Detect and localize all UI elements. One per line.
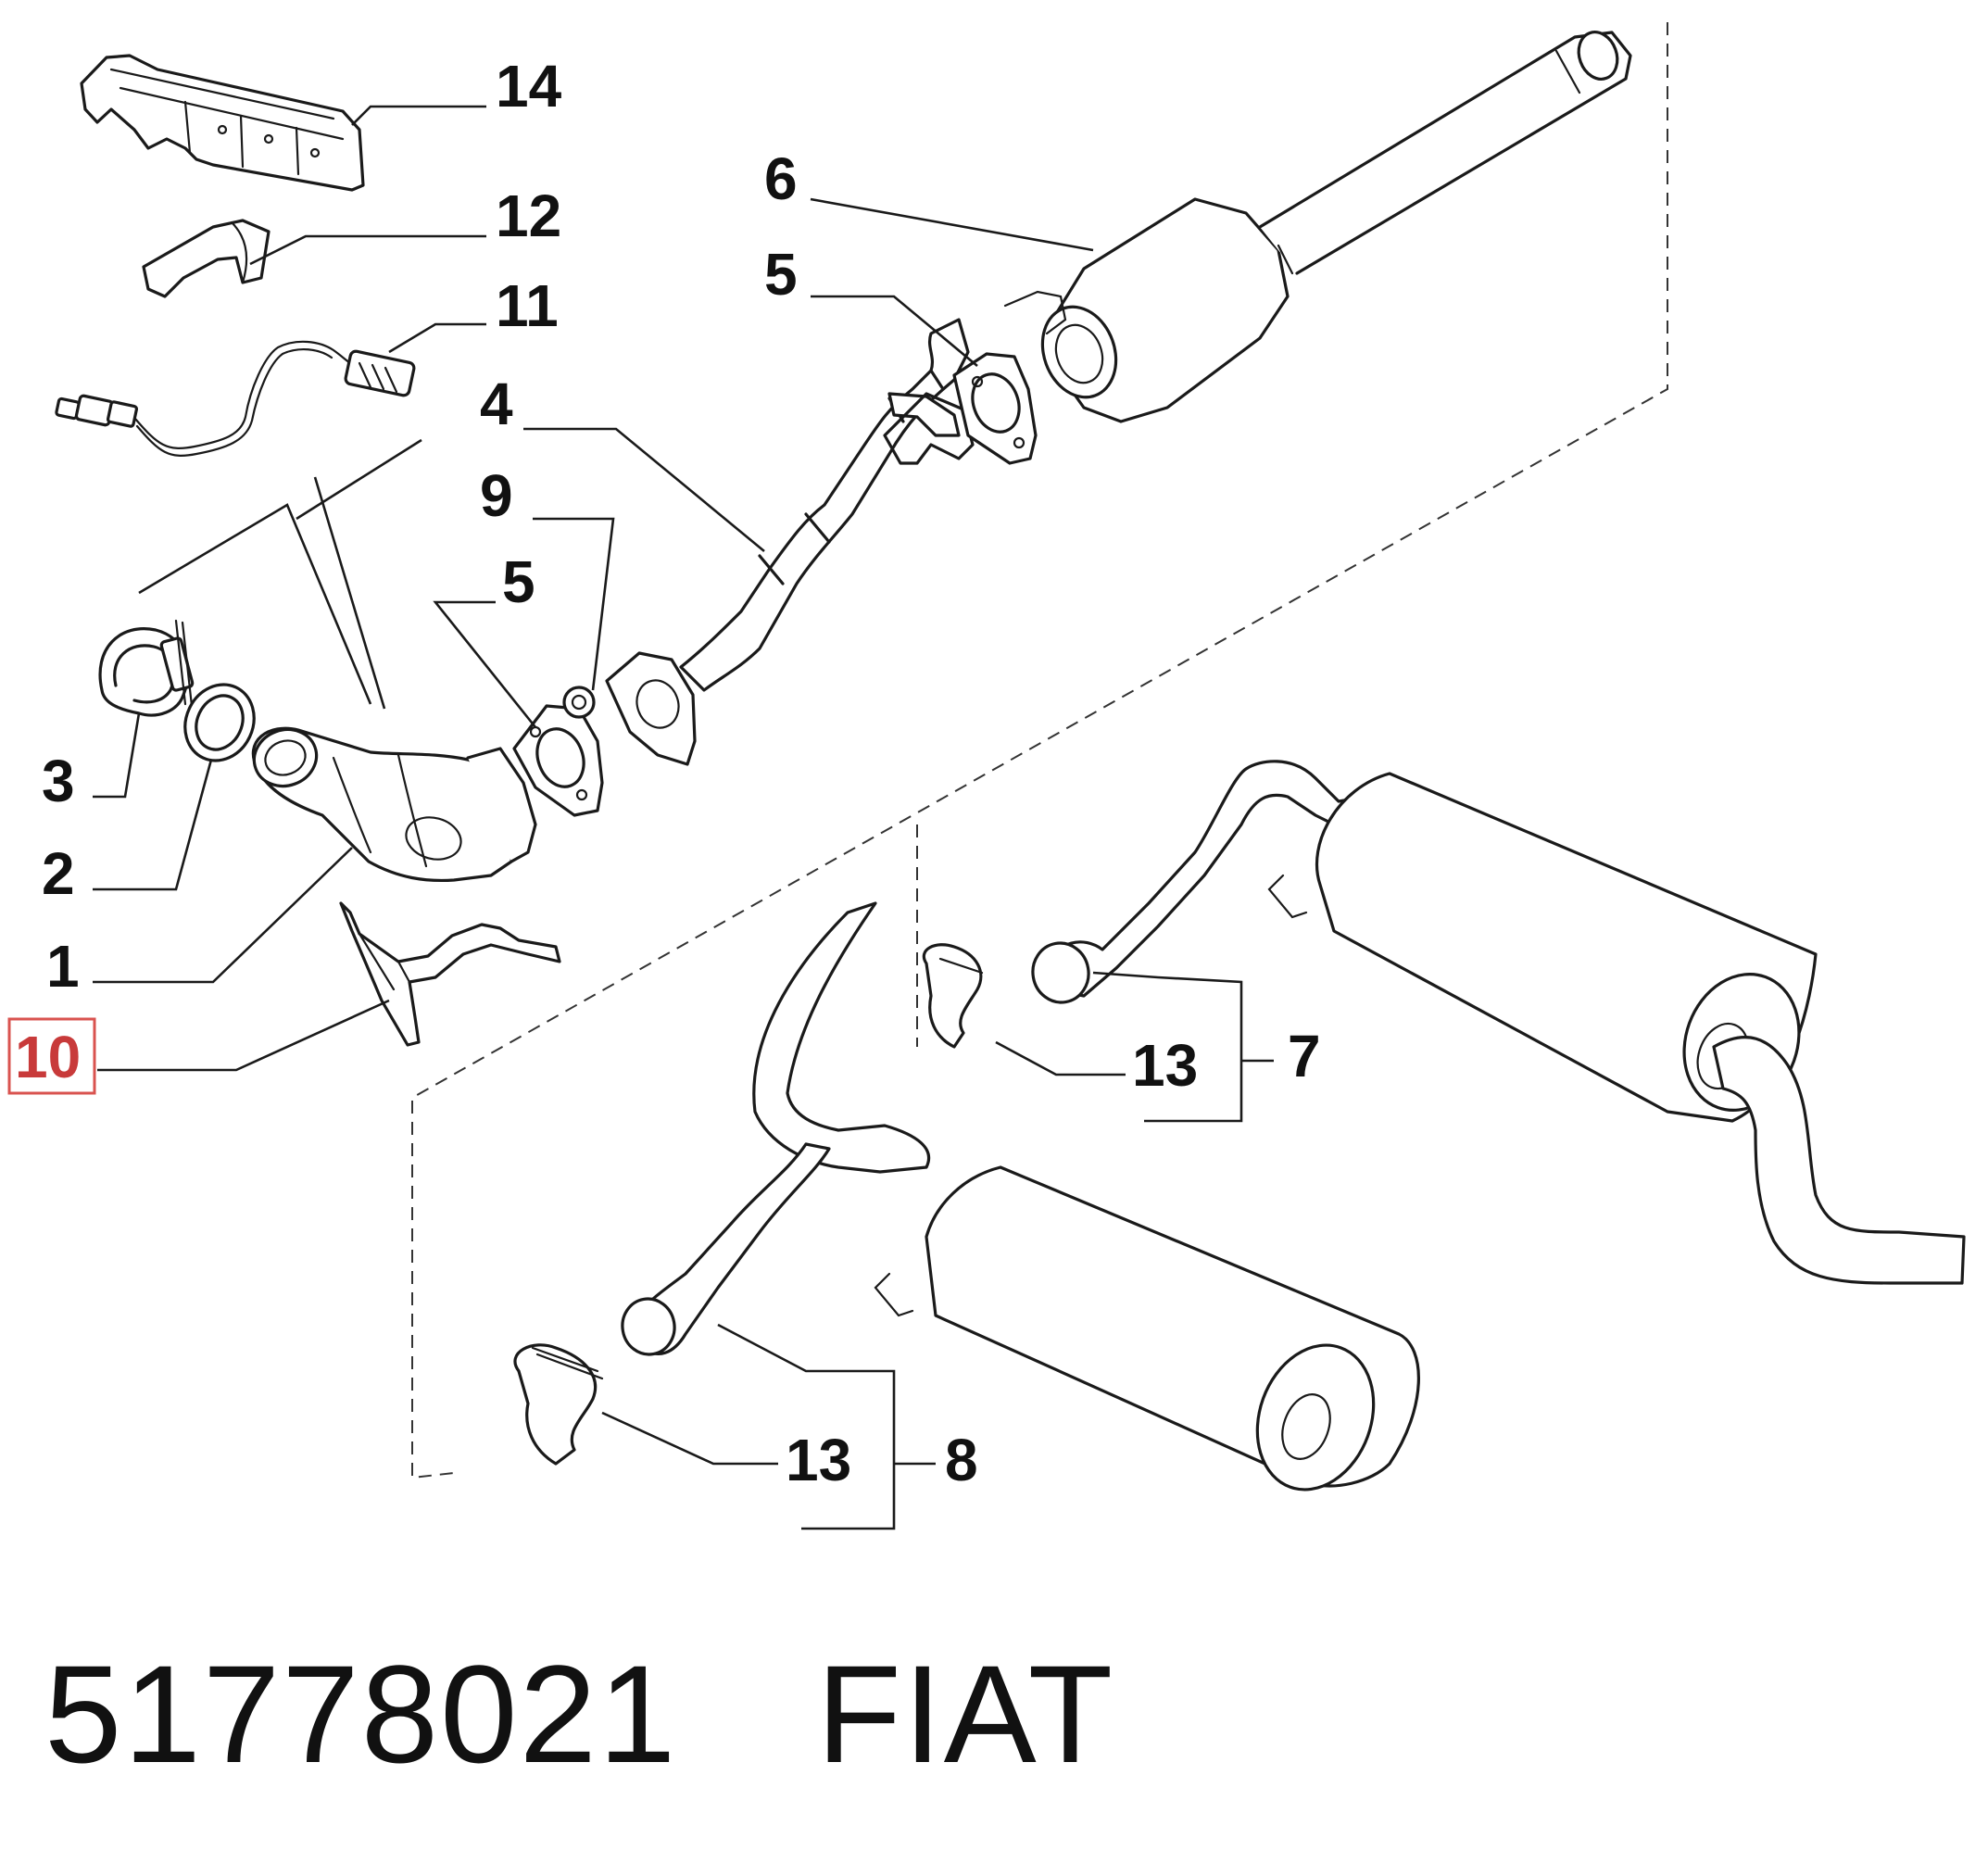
- gasket-ring-part-2: [183, 683, 256, 762]
- clamp-part-3: [98, 619, 195, 717]
- callout-11: 11: [496, 272, 559, 339]
- callout-labels: 14 12 11 6 5 4 9 5 3 2 1 10 13 7 13 8: [7, 53, 1321, 1493]
- oxygen-sensor-part: [55, 340, 416, 457]
- callout-5-upper: 5: [764, 241, 798, 308]
- callout-1: 1: [46, 933, 80, 1000]
- callout-8: 8: [945, 1427, 978, 1493]
- nut-part-9: [562, 686, 596, 719]
- callout-12: 12: [496, 183, 561, 249]
- gasket-part-5-upper: [952, 352, 1038, 465]
- callout-9: 9: [480, 462, 513, 529]
- callout-6: 6: [764, 145, 798, 212]
- front-muffler-part-6: [1003, 31, 1632, 423]
- callout-3: 3: [42, 748, 75, 814]
- callout-13-lower: 13: [786, 1427, 851, 1493]
- small-bracket-part: [142, 219, 271, 298]
- catalytic-converter-part-1: [251, 726, 537, 883]
- callout-13-upper: 13: [1132, 1032, 1198, 1099]
- rear-muffler-part-7: [922, 760, 1966, 1285]
- assembly-boundary: [411, 22, 1668, 1479]
- gasket-part-5-lower: [512, 704, 604, 817]
- callout-10-highlight-box: [7, 1017, 96, 1095]
- callout-14: 14: [496, 53, 562, 120]
- intermediate-pipe-part-4: [605, 318, 975, 766]
- callout-5-lower: 5: [502, 548, 535, 615]
- brand-name: FIAT: [816, 1635, 1115, 1792]
- leader-lines: [93, 105, 1274, 1530]
- central-muffler-part-8: [513, 901, 1420, 1492]
- callout-10: 10: [15, 1024, 81, 1090]
- callout-2: 2: [42, 840, 75, 907]
- part-number: 51778021: [44, 1635, 678, 1792]
- bracket-part-10: [339, 901, 561, 1047]
- callout-4: 4: [480, 371, 513, 437]
- footer-caption: 51778021 FIAT: [44, 1636, 1114, 1792]
- callout-7: 7: [1288, 1023, 1321, 1089]
- heat-shield-part: [80, 54, 365, 192]
